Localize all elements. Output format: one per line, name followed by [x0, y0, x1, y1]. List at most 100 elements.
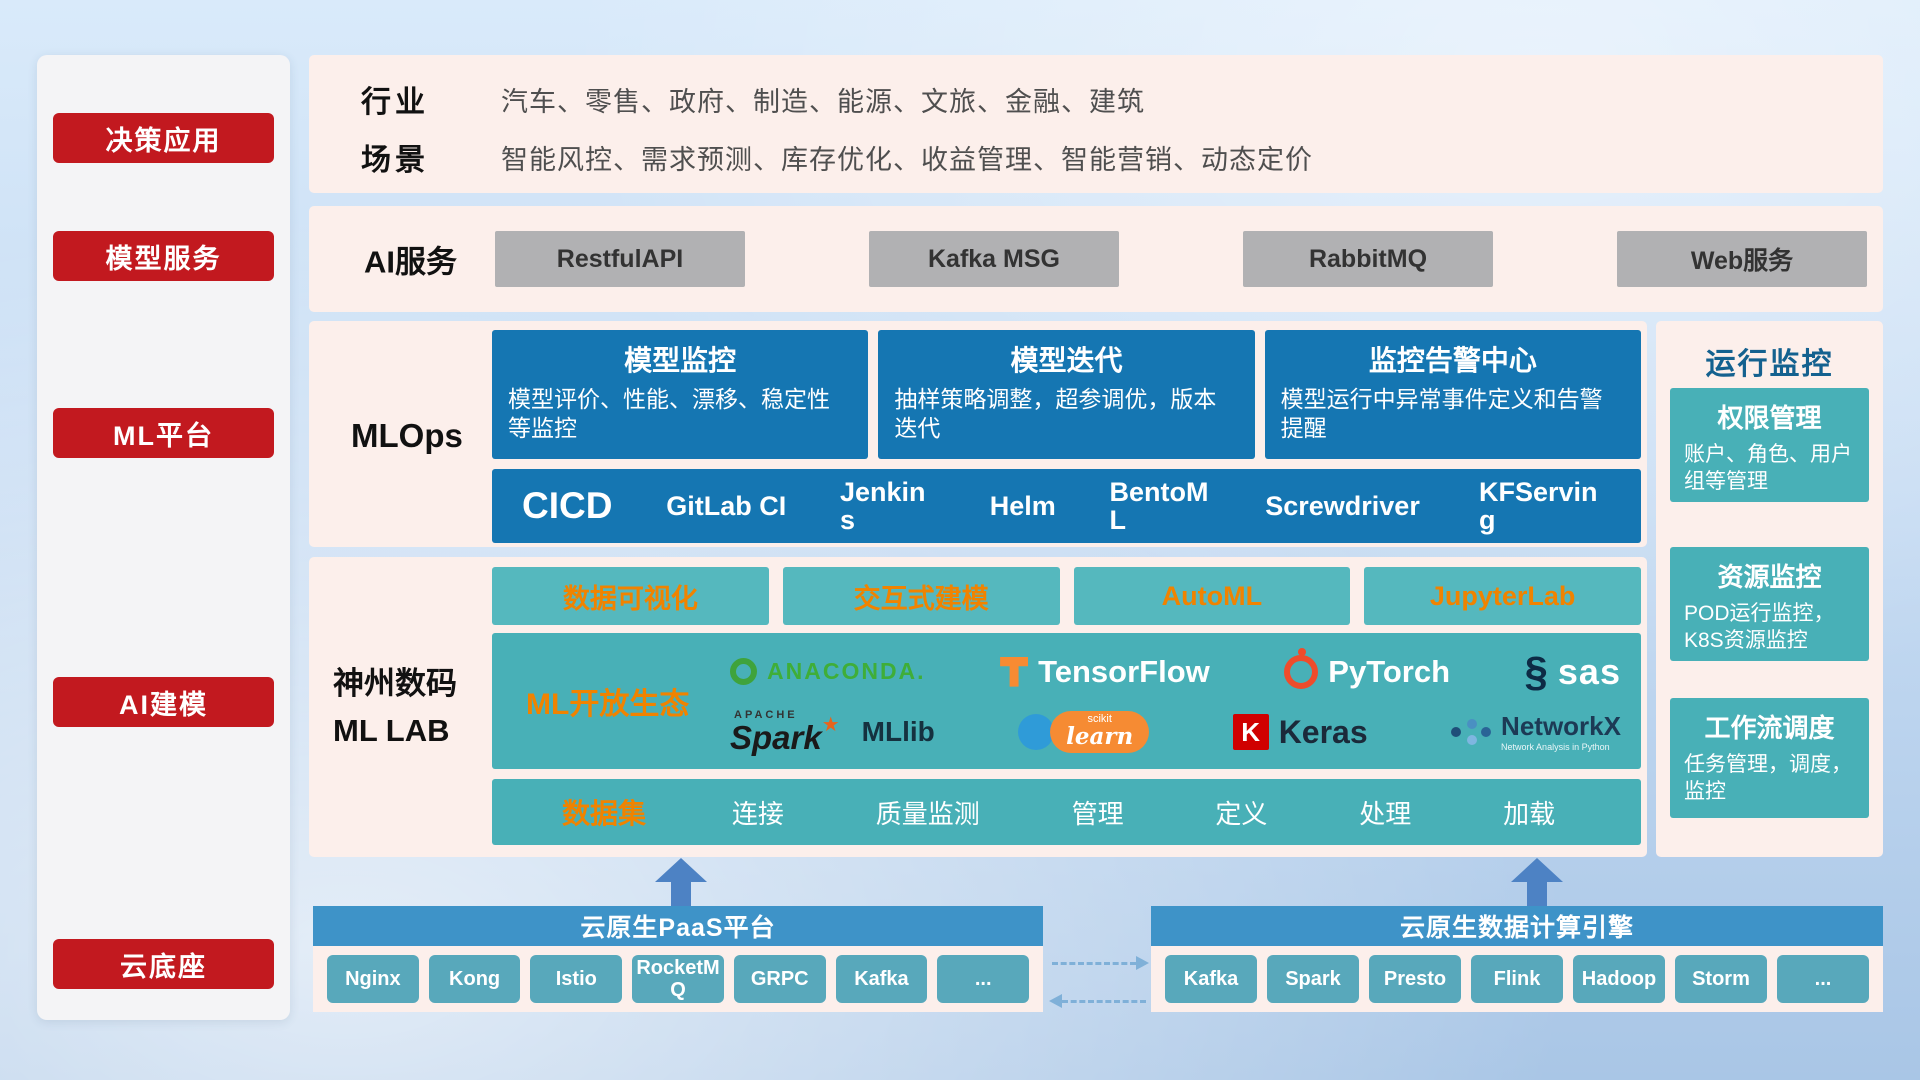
mlops-cards: 模型监控 模型评价、性能、漂移、稳定性等监控 模型迭代 抽样策略调整，超参调优，… [492, 330, 1641, 459]
dataset-connect: 连接 [731, 798, 784, 829]
tensorflow-t-icon [1000, 656, 1029, 687]
runtime-monitoring-title: 运行监控 [1705, 348, 1834, 381]
spark-word: Spark [730, 721, 840, 754]
mlops-label: MLOps [351, 417, 463, 454]
card-title: 监控告警中心 [1368, 345, 1537, 376]
pytorch-flame-icon [1284, 647, 1319, 689]
sklearn-scikit-label: scikit [1087, 713, 1112, 726]
layer-decision-apps: 决策应用 [53, 113, 274, 163]
permission-management-card: 权限管理 账户、角色、用户组等管理 [1670, 388, 1869, 502]
kafka-box: Kafka [1165, 955, 1257, 1003]
flink-box: Flink [1471, 955, 1563, 1003]
dataset-manage: 管理 [1071, 798, 1124, 829]
paas-platform-bar: 云原生PaaS平台 [313, 906, 1043, 946]
cicd-helm: Helm [989, 490, 1056, 521]
web-service-box: Web服务 [1617, 231, 1867, 287]
industry-list: 汽车、零售、政府、制造、能源、文旅、金融、建筑 [501, 86, 1145, 117]
grpc-box: GRPC [733, 955, 826, 1003]
dataset-load: 加载 [1503, 798, 1556, 829]
arrow-stem [1527, 882, 1547, 906]
layer-ai-modeling: AI建模 [53, 677, 274, 727]
spark-star-icon [822, 721, 840, 741]
card-title: 模型监控 [624, 345, 737, 376]
card-desc: 抽样策略调整，超参调优，版本迭代 [894, 386, 1217, 442]
dataset-define: 定义 [1215, 798, 1268, 829]
jupyterlab-box: JupyterLab [1364, 567, 1641, 625]
ml-ecosystem-label: ML开放生态 [526, 688, 690, 721]
runtime-monitoring-panel: 运行监控 权限管理 账户、角色、用户组等管理 资源监控 POD运行监控，K8S资… [1656, 321, 1883, 857]
arrow-head-icon [655, 858, 707, 882]
istio-box: Istio [530, 955, 623, 1003]
apache-label: APACHE [734, 709, 798, 722]
kafka-box: Kafka [835, 955, 928, 1003]
sklearn-blob: scikit learn [1050, 711, 1150, 754]
scikit-learn-logo: scikit learn [1018, 711, 1150, 754]
mllab-label-line2: ML LAB [333, 712, 450, 748]
card-desc: 账户、角色、用户组等管理 [1684, 443, 1852, 494]
hadoop-box: Hadoop [1573, 955, 1665, 1003]
anaconda-ring-icon [730, 658, 757, 686]
mllab-label-line1: 神州数码 [333, 666, 457, 701]
keras-wordmark: Keras [1278, 713, 1368, 750]
spark-wordmark: Spark [730, 719, 822, 757]
keras-logo: K Keras [1232, 713, 1368, 751]
kafka-msg-box: Kafka MSG [869, 231, 1119, 287]
rocketmq-box: RocketMQ [632, 955, 724, 1003]
networkx-dots-icon [1451, 719, 1491, 745]
interactive-modeling-box: 交互式建模 [782, 567, 1060, 625]
up-arrow-right [1511, 858, 1563, 906]
spark-stack: APACHE Spark [730, 709, 840, 755]
alert-center-card: 监控告警中心 模型运行中异常事件定义和告警提醒 [1264, 330, 1641, 459]
arrow-head-icon [1511, 858, 1563, 882]
scenario-list: 智能风控、需求预测、库存优化、收益管理、智能营销、动态定价 [501, 144, 1313, 175]
ml-ecosystem-box: ML开放生态 ANACONDA. TensorFlow [492, 633, 1641, 769]
resource-monitoring-card: 资源监控 POD运行监控，K8S资源监控 [1670, 547, 1869, 661]
pytorch-wordmark: PyTorch [1328, 653, 1451, 689]
ai-service-panel: AI服务 RestfulAPI Kafka MSG RabbitMQ Web服务 [309, 206, 1883, 312]
engine-components-strip: Kafka Spark Presto Flink Hadoop Storm ..… [1151, 946, 1883, 1012]
tensorflow-wordmark: TensorFlow [1038, 653, 1210, 689]
card-desc: POD运行监控，K8S资源监控 [1684, 602, 1835, 653]
mllib-wordmark: MLlib [861, 716, 935, 748]
presto-box: Presto [1369, 955, 1461, 1003]
cicd-jenkins: Jenkins [839, 476, 926, 535]
mllab-content: 数据可视化 交互式建模 AutoML JupyterLab ML开放生态 ANA… [492, 557, 1641, 857]
cicd-screwdriver: Screwdriver [1265, 490, 1420, 521]
dashed-arrowhead-right-icon [1136, 956, 1149, 970]
data-compute-engine-bar: 云原生数据计算引擎 [1151, 906, 1883, 946]
rabbitmq-box: RabbitMQ [1243, 231, 1493, 287]
layer-sidebar: 决策应用 模型服务 ML平台 AI建模 云底座 [37, 55, 290, 1020]
tensorflow-logo: TensorFlow [1000, 654, 1210, 690]
dashed-arrowhead-left-icon [1049, 994, 1062, 1008]
mlops-panel: MLOps 模型监控 模型评价、性能、漂移、稳定性等监控 模型迭代 抽样策略调整… [309, 321, 1647, 547]
spark-mllib-logo: APACHE Spark MLlib [730, 709, 935, 755]
card-title: 权限管理 [1717, 403, 1822, 433]
layer-model-service: 模型服务 [53, 231, 274, 281]
mllab-panel: 神州数码 ML LAB 数据可视化 交互式建模 AutoML JupyterLa… [309, 557, 1647, 857]
storm-box: Storm [1675, 955, 1767, 1003]
dataset-items: 连接 质量监测 管理 定义 处理 加载 [686, 794, 1601, 831]
dashed-connector-right [1052, 962, 1136, 965]
card-title: 工作流调度 [1704, 713, 1835, 743]
more-box: ... [1777, 955, 1869, 1003]
sas-swirl-icon [1525, 648, 1548, 696]
up-arrow-left [655, 858, 707, 906]
networkx-stack: NetworkX Network Analysis in Python [1501, 711, 1621, 752]
dataset-process: 处理 [1359, 798, 1412, 829]
dashed-connector-left [1062, 1000, 1146, 1003]
networkx-logo: NetworkX Network Analysis in Python [1451, 711, 1621, 752]
pytorch-logo: PyTorch [1284, 647, 1451, 690]
logo-row-2: APACHE Spark MLlib scikit [730, 709, 1621, 755]
anaconda-wordmark: ANACONDA. [767, 658, 926, 685]
cicd-label: CICD [522, 485, 613, 526]
card-desc: 任务管理，调度，监控 [1684, 753, 1852, 804]
data-visualization-box: 数据可视化 [492, 567, 769, 625]
scenario-row: 场景 智能风控、需求预测、库存优化、收益管理、智能营销、动态定价 [361, 135, 1853, 179]
sklearn-circle-icon [1018, 714, 1055, 751]
restful-api-box: RestfulAPI [495, 231, 745, 287]
ai-service-buttons: RestfulAPI Kafka MSG RabbitMQ Web服务 [495, 231, 1867, 287]
industry-label: 行业 [361, 86, 429, 119]
workflow-scheduling-card: 工作流调度 任务管理，调度，监控 [1670, 698, 1869, 818]
cicd-gitlab-ci: GitLab CI [666, 490, 787, 521]
